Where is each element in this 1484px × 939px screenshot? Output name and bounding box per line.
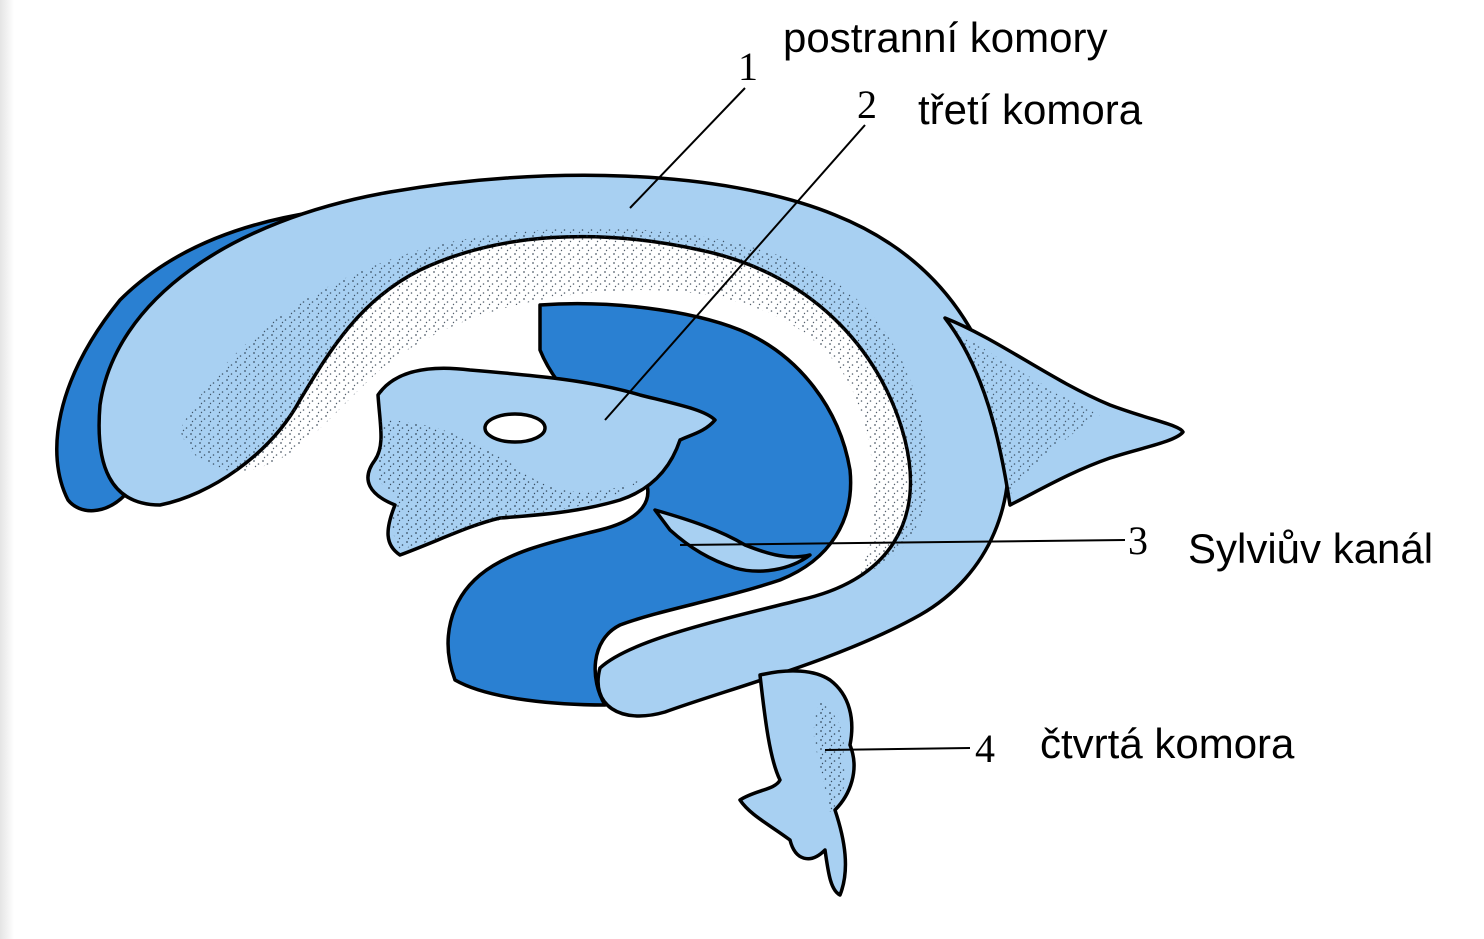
label-fourth-ventricle: čtvrtá komora [1040,720,1294,768]
leader-number-4: 4 [975,726,995,771]
label-lateral-ventricles: postranní komory [783,14,1107,62]
leader-number-2: 2 [857,82,877,127]
leader-number-1: 1 [738,44,758,89]
label-third-ventricle: třetí komora [918,86,1142,134]
interthalamic-adhesion [485,414,545,442]
label-cerebral-aqueduct: Sylviův kanál [1188,525,1433,573]
leader-number-3: 3 [1128,518,1148,563]
